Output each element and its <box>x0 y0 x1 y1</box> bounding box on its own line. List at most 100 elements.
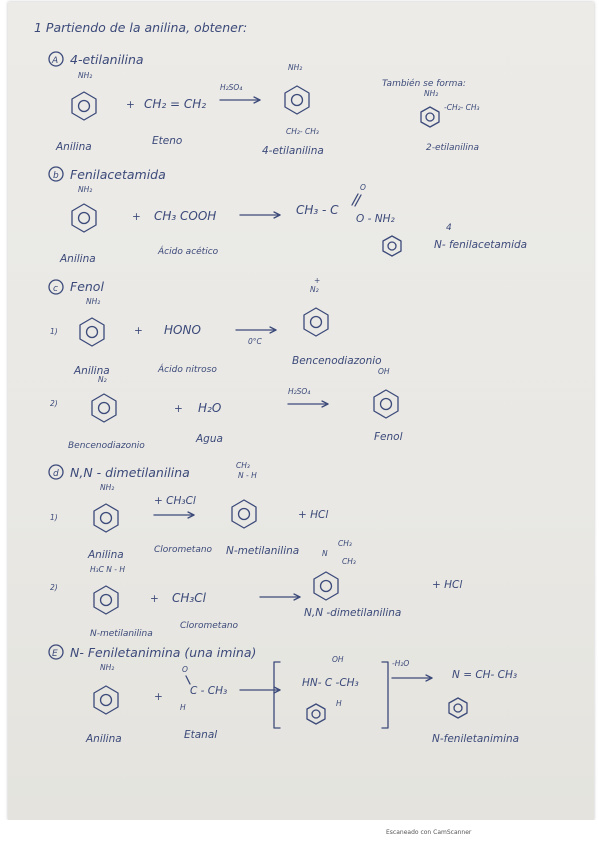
section-a-header: 4-etilanilina <box>70 52 144 67</box>
diazonium-reactant-label: Bencenodiazonio <box>68 441 145 451</box>
hcl-2: + HCl <box>432 579 462 591</box>
inter-main: HN- C -CH₃ <box>302 677 359 689</box>
reagent-water-label: Agua <box>195 433 223 445</box>
notebook-page: 1 Partiendo de la anilina, obtener: A 4-… <box>8 2 594 820</box>
anilina-label: Anilina <box>85 733 122 745</box>
double-bond <box>185 675 191 685</box>
side-nh2: NH₂ <box>424 89 438 98</box>
benzene-ring <box>231 499 257 529</box>
step-1: 1) <box>50 327 58 336</box>
reaction-arrow <box>239 211 281 219</box>
step-1: 1) <box>50 513 58 522</box>
benzene-ring <box>93 585 119 615</box>
section-e-circle <box>48 644 64 660</box>
section-c-header: Fenol <box>70 279 104 294</box>
section-d-header: N,N - dimetilanilina <box>70 465 190 480</box>
reagent2-ch3cl-label: Clorometano <box>180 621 239 631</box>
benzene-ring <box>71 91 97 121</box>
condition-h2so4: H₂SO₄ <box>220 83 242 92</box>
benzene-ring <box>93 503 119 533</box>
bracket-right <box>381 661 389 729</box>
benzene-ring <box>420 106 440 128</box>
prod2-ch3-a: CH₃ <box>338 539 352 548</box>
benzene-ring <box>448 697 468 719</box>
reaction-arrow <box>391 674 433 682</box>
also-formed-text: También se forma: <box>382 78 466 89</box>
reagent-ch3cl-label: Clorometano <box>154 545 213 555</box>
plus-sign: + <box>154 691 163 703</box>
benzene-ring <box>91 393 117 423</box>
condition-h2so4-c: H₂SO₄ <box>288 387 310 396</box>
anilina-label: Anilina <box>59 253 96 265</box>
reagent2-ch3cl: CH₃Cl <box>172 591 207 605</box>
nh2-label: NH₂ <box>100 663 114 672</box>
plus-sign: + <box>150 593 159 605</box>
condition-minus-water: -H₂O <box>392 659 409 668</box>
diazonium-label: Bencenodiazonio <box>292 355 382 367</box>
diazonium-plus: + <box>314 276 320 285</box>
double-bond <box>351 193 359 206</box>
plus-sign: + <box>174 403 183 415</box>
reaction-arrow <box>259 593 301 601</box>
section-c-circle <box>48 279 64 295</box>
product-imine: N = CH- CH₃ <box>452 669 517 681</box>
prod2-ch3-b: CH₃ <box>342 557 356 566</box>
step-2: 2) <box>50 583 58 592</box>
section-a-letter: A <box>51 56 58 66</box>
prod2-n: N <box>322 549 328 558</box>
product-ch3-c: CH₃ - C <box>296 203 339 217</box>
reagent-hono: HONO <box>164 323 201 337</box>
product-nh2: NH₂ <box>288 63 302 72</box>
product-substituent: CH₂- CH₃ <box>286 127 319 136</box>
product-oh: OH <box>378 367 390 376</box>
benzene-ring <box>79 317 105 347</box>
inter-h: H <box>336 699 342 708</box>
page-title: 1 Partiendo de la anilina, obtener: <box>34 20 247 35</box>
anilina-label: Anilina <box>55 141 92 153</box>
section-a-circle <box>48 51 64 67</box>
prod1-nh: N - H <box>238 471 257 480</box>
plus-sign: + <box>134 325 143 337</box>
scan-footer-text: Escaneado con CamScanner <box>386 829 472 836</box>
reagent-acetic-acid-label: Ácido acético <box>157 245 219 257</box>
section-d-letter: d <box>53 469 59 479</box>
plus-sign: + <box>132 211 141 223</box>
scan-footer: Escaneado con CamScanner <box>0 820 599 848</box>
camscanner-watermark: Escaneado con CamScanner <box>386 829 472 836</box>
prod1-ch3: CH₃ <box>236 461 250 470</box>
condition-0c: 0°C <box>248 337 263 346</box>
anilina-label: Anilina <box>73 365 110 377</box>
product-o-nh2: O - NH₂ <box>356 213 395 225</box>
benzene-ring <box>284 85 310 115</box>
product-label-fenilacetamida: N- fenilacetamida <box>434 239 527 251</box>
product-label-4-etilanilina: 4-etilanilina <box>262 145 324 157</box>
reagent-water: H₂O <box>198 401 221 415</box>
section-b-circle <box>48 166 64 182</box>
nh2-label: NH₂ <box>78 185 92 194</box>
react2-label: N-metilanilina <box>90 629 153 639</box>
product-label-imine: N-feniletanimina <box>432 733 519 745</box>
reagent-eteno: CH₂ = CH₂ <box>144 97 206 111</box>
diazonium-n2: N₂ <box>310 285 319 294</box>
section-c-letter: c <box>53 284 58 294</box>
reagent-acetic-acid: CH₃ COOH <box>154 209 216 223</box>
benzene-ring <box>382 235 402 257</box>
nh2-label: NH₂ <box>78 71 92 80</box>
margin-mark: 4 <box>446 223 452 233</box>
bracket-left <box>273 661 281 729</box>
prod2-label: N,N -dimetilanilina <box>304 607 401 619</box>
benzene-ring <box>306 703 326 725</box>
nh2-label: NH₂ <box>100 483 114 492</box>
chemistry-notes: 1 Partiendo de la anilina, obtener: A 4-… <box>34 20 527 745</box>
reagent-eteno-label: Eteno <box>152 135 182 147</box>
section-d-circle <box>48 464 64 480</box>
plus-sign: + <box>126 99 135 111</box>
double-bond <box>354 194 362 207</box>
reagent-hono-label: Ácido nitroso <box>157 363 217 375</box>
section-b-header: Fenilacetamida <box>70 167 166 182</box>
benzene-ring <box>373 389 399 419</box>
reaction-arrow <box>287 400 329 408</box>
section-e-header: N- Feniletanimina (una imina) <box>70 645 256 660</box>
hcl-1: + HCl <box>298 509 328 521</box>
react2-nh: H₃C N - H <box>90 565 125 574</box>
